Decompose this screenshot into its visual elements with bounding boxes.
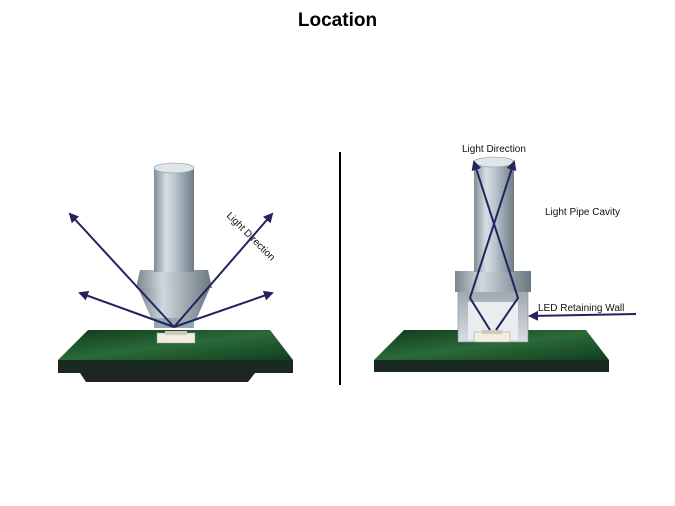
left-light-rays bbox=[68, 212, 274, 328]
page-title: Location bbox=[297, 10, 378, 31]
left-ray-lower-right bbox=[173, 290, 274, 328]
left-light-pipe bbox=[154, 168, 194, 272]
wall-pointer-arrow bbox=[528, 310, 637, 321]
right-panel: Light Direction Light Pipe Cavity LED Re… bbox=[374, 144, 637, 372]
right-circuit-board bbox=[374, 330, 609, 360]
left-ray-upper-right bbox=[173, 212, 274, 328]
left-board-base bbox=[80, 373, 255, 382]
right-led-lens bbox=[482, 330, 502, 334]
left-ray-upper-left bbox=[68, 212, 175, 328]
left-board-front bbox=[58, 360, 293, 373]
panel-divider bbox=[339, 152, 341, 385]
left-panel: Light Direction bbox=[58, 162, 293, 382]
right-ray-a bbox=[468, 160, 517, 331]
light-pipe-cavity-label: Light Pipe Cavity bbox=[545, 207, 620, 218]
left-pipe-tip bbox=[154, 318, 194, 328]
left-pipe-collar bbox=[136, 270, 212, 288]
right-light-direction-label: Light Direction bbox=[462, 144, 526, 155]
left-ray-lower-left bbox=[78, 291, 175, 328]
left-pipe-top bbox=[153, 162, 195, 174]
led-retaining-wall-label: LED Retaining Wall bbox=[538, 303, 624, 314]
right-light-rays bbox=[468, 160, 520, 331]
left-led-lens bbox=[165, 331, 187, 335]
right-board-front bbox=[374, 360, 609, 372]
right-ray-b bbox=[471, 160, 520, 331]
right-pipe-top bbox=[473, 156, 515, 168]
left-circuit-board bbox=[58, 330, 293, 360]
left-pipe-taper bbox=[138, 288, 210, 320]
right-pipe-collar bbox=[455, 271, 531, 292]
